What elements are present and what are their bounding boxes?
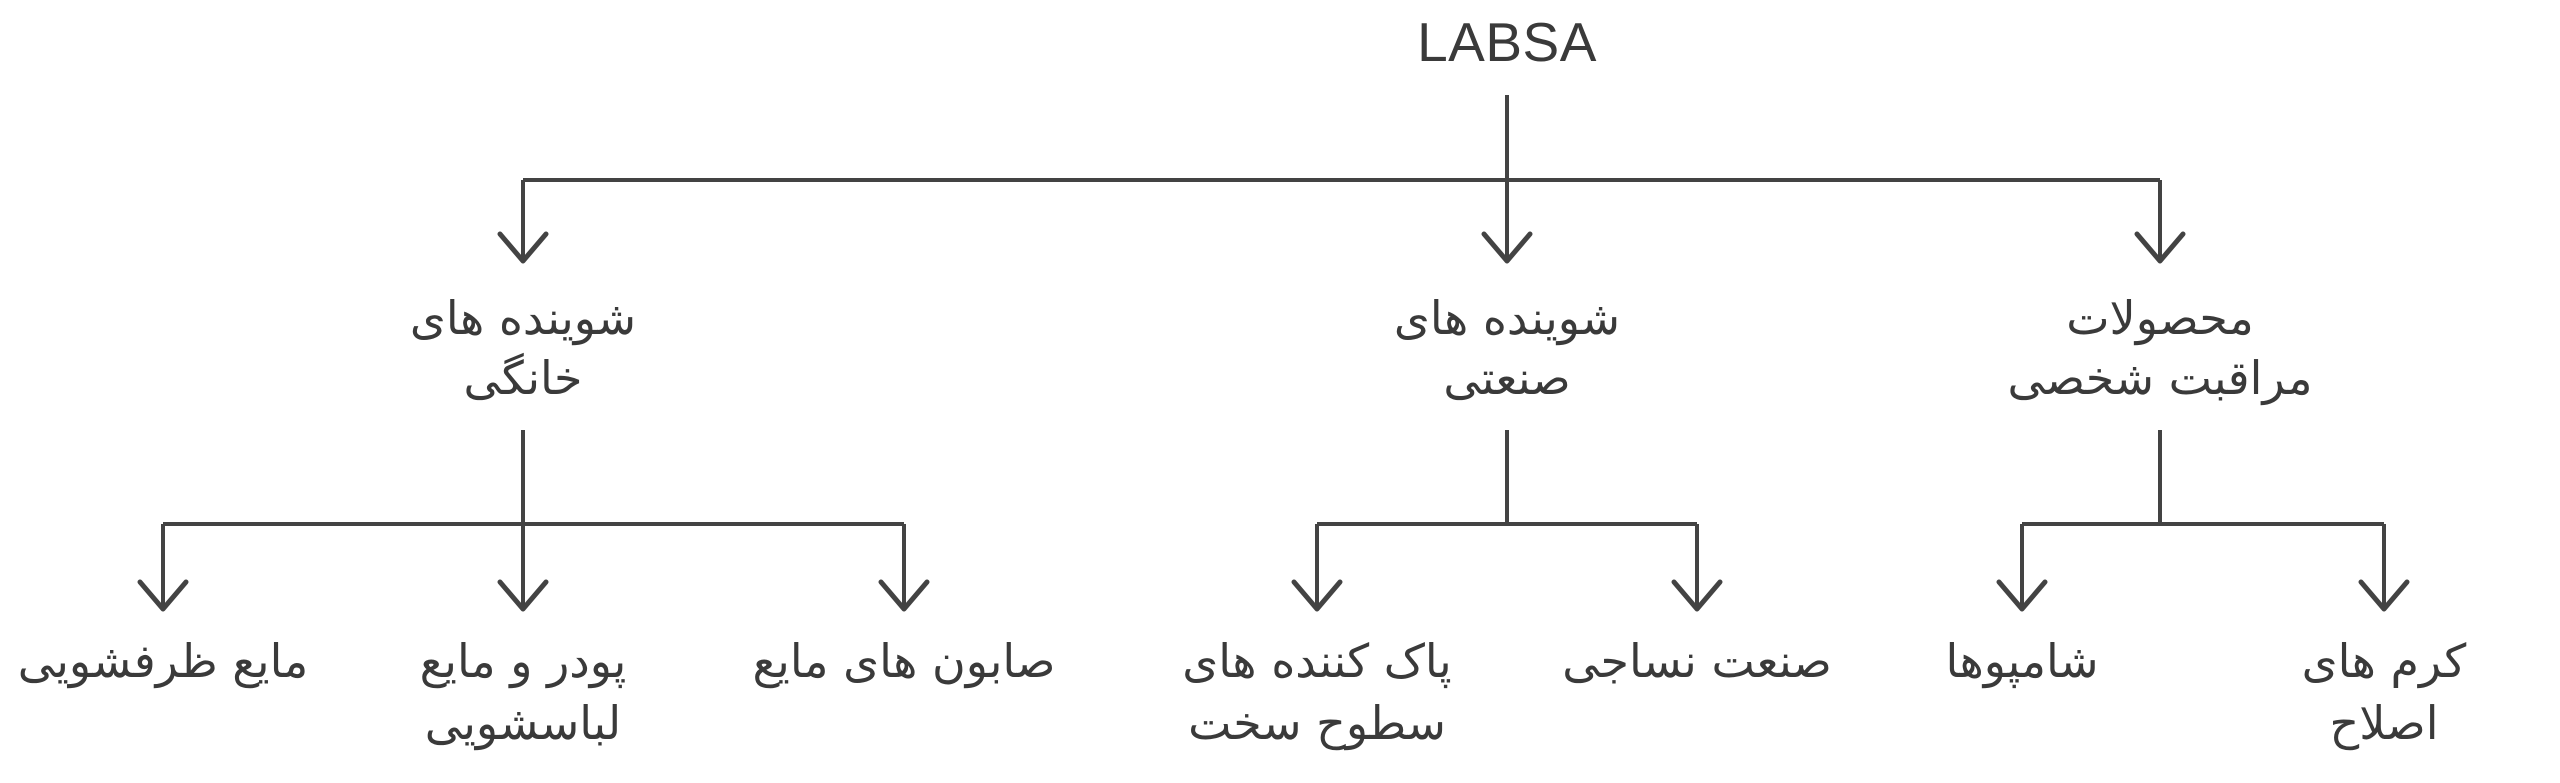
- arrowhead: [137, 579, 189, 612]
- edges-household-detergents: [137, 430, 930, 612]
- arrowhead: [497, 579, 549, 612]
- arrowhead: [497, 231, 549, 264]
- arrowhead: [1481, 231, 1533, 264]
- arrowhead: [878, 579, 930, 612]
- arrowhead: [1671, 579, 1723, 612]
- arrowhead: [2134, 231, 2186, 264]
- arrowhead: [1291, 579, 1343, 612]
- node-hard-surface-cleaners: پاک کننده های سطوح سخت: [1182, 634, 1452, 750]
- node-personal-care-products: محصولات مراقبت شخصی: [2007, 291, 2313, 405]
- node-industrial-detergents: شوینده های صنعتی: [1393, 291, 1621, 405]
- edges-industrial-detergents: [1291, 430, 1723, 612]
- arrowhead: [2358, 579, 2410, 612]
- node-dishwashing-liquid: مایع ظرفشویی: [17, 634, 309, 688]
- node-shampoos: شامپوها: [1945, 634, 2099, 688]
- node-shaving-creams: کرم های اصلاح: [2301, 634, 2467, 750]
- node-labsa: LABSA: [1417, 11, 1597, 73]
- arrowhead: [1996, 579, 2048, 612]
- edges-level1: [497, 95, 2186, 264]
- node-laundry-powder-and-liquid: پودر و مایع لباسشویی: [419, 634, 627, 750]
- node-liquid-soaps: صابون های مایع: [752, 634, 1056, 688]
- node-textile-industry: صنعت نساجی: [1562, 634, 1832, 688]
- node-household-detergents: شوینده های خانگی: [409, 291, 637, 405]
- edges-personal-care: [1996, 430, 2410, 612]
